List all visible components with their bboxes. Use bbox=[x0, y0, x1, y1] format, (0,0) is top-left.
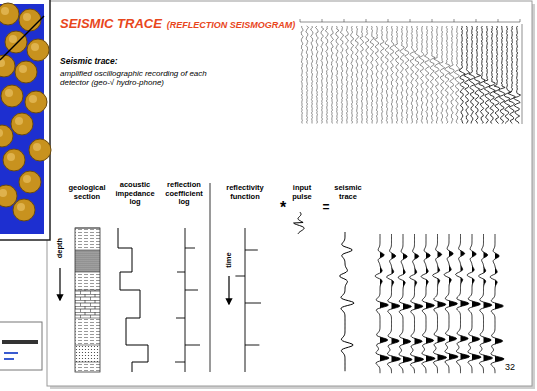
column-heading: reflectivity function bbox=[220, 184, 270, 201]
column-heading: geological section bbox=[65, 184, 109, 201]
time-arrow bbox=[228, 276, 229, 304]
separator-line bbox=[210, 183, 211, 372]
slide-subtitle: (REFLECTION SEISMOGRAM) bbox=[167, 20, 296, 30]
input-pulse bbox=[294, 212, 305, 234]
impedance-log bbox=[118, 228, 148, 372]
seismic-section bbox=[375, 234, 504, 373]
seismic-trace bbox=[340, 232, 354, 371]
inset-picture bbox=[0, 0, 51, 240]
slide-title: SEISMIC TRACE bbox=[60, 16, 162, 31]
definition-text: amplified oscillographic recording of ea… bbox=[60, 69, 230, 87]
depth-arrow bbox=[59, 268, 60, 300]
reflection-coefficient-log bbox=[175, 228, 200, 372]
cropped-fragment bbox=[0, 322, 42, 370]
title-row: SEISMIC TRACE (REFLECTION SEISMOGRAM) bbox=[60, 16, 295, 31]
convolution-symbol: * bbox=[280, 199, 286, 217]
page-number: 32 bbox=[505, 362, 515, 372]
reflectivity-function bbox=[235, 228, 261, 372]
axis-label: time bbox=[225, 252, 234, 267]
field-seismogram bbox=[300, 19, 522, 124]
slide-frame bbox=[47, 1, 532, 386]
geological-column bbox=[75, 228, 100, 372]
equals-sign: = bbox=[322, 201, 329, 215]
column-heading: input pulse bbox=[287, 184, 317, 201]
column-heading: reflection coefficient log bbox=[160, 181, 208, 207]
axis-label: depth bbox=[56, 238, 65, 258]
column-heading: acoustic impedance log bbox=[111, 181, 159, 207]
column-heading: seismic trace bbox=[330, 184, 366, 201]
definition-term: Seismic trace: bbox=[60, 57, 118, 67]
